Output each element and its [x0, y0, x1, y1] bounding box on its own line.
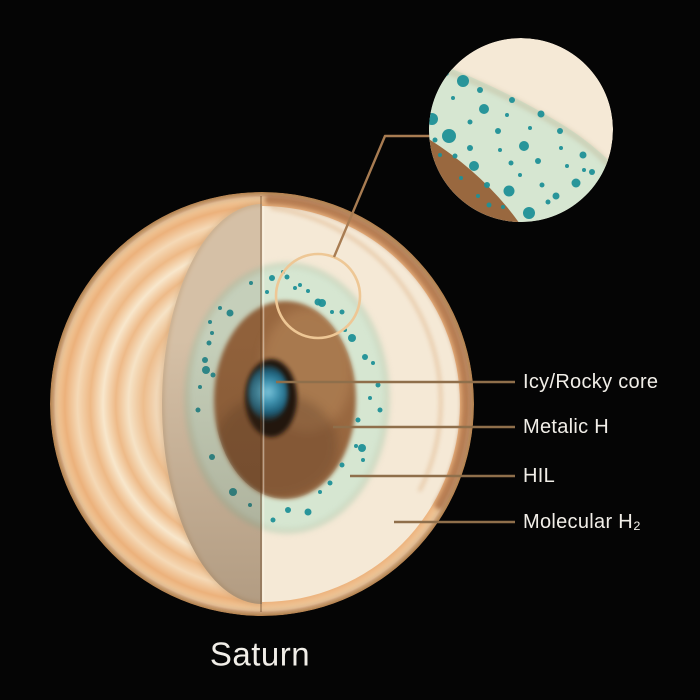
hydrogen-droplet-dot: [545, 199, 551, 205]
hydrogen-droplet-dot: [479, 104, 489, 114]
hydrogen-droplet-dot: [469, 161, 479, 171]
hydrogen-droplet-dot: [330, 310, 334, 314]
hydrogen-droplet-dot: [508, 160, 514, 166]
hydrogen-droplet-dot: [355, 417, 361, 423]
hydrogen-droplet-dot: [467, 145, 473, 151]
hydrogen-droplet-dot: [265, 290, 269, 294]
hydrogen-droplet-dot: [377, 407, 383, 413]
hydrogen-droplet-dot: [571, 178, 581, 188]
crust-rim-arc: [264, 195, 471, 510]
hydrogen-droplet-dot: [293, 286, 297, 290]
hydrogen-droplet-dot: [498, 148, 502, 152]
hydrogen-droplet-dot: [339, 462, 345, 468]
hydrogen-droplet-dot: [518, 173, 522, 177]
hydrogen-droplet-dot: [509, 97, 515, 103]
hydrogen-droplet-dot: [368, 396, 372, 400]
hydrogen-droplet-dot: [438, 153, 442, 157]
hydrogen-droplet-dot: [432, 137, 438, 143]
cut-face-left-shade-bottom: [162, 204, 262, 604]
hydrogen-droplet-dot: [535, 158, 541, 164]
hydrogen-droplet-dot: [284, 274, 290, 280]
hydrogen-droplet-dot: [362, 354, 368, 360]
hydrogen-droplet-dot: [505, 113, 509, 117]
magnifier-connector-line: [332, 134, 434, 258]
hydrogen-droplet-dot: [495, 128, 501, 134]
hydrogen-droplet-dot: [519, 141, 529, 151]
inset-band-edge: [432, 63, 613, 171]
magnified-inset: [429, 38, 613, 222]
hydrogen-droplet-dot: [429, 113, 438, 125]
hydrogen-droplet-dot: [358, 444, 366, 452]
hydrogen-droplet-dot: [306, 289, 310, 293]
label-icy-rocky-core: Icy/Rocky core: [523, 371, 658, 393]
hydrogen-droplet-dot: [579, 151, 587, 159]
hydrogen-droplet-dot: [443, 70, 449, 76]
hydrogen-droplet-dot: [354, 444, 358, 448]
hydrogen-droplet-dot: [565, 164, 569, 168]
hydrogen-droplet-dot: [375, 382, 381, 388]
planet-edge-vignette: [50, 192, 474, 616]
magnifier: [274, 134, 434, 340]
hydrogen-droplet-dot: [459, 176, 463, 180]
hydrogen-droplet-dot: [467, 119, 473, 125]
hydrogen-droplet-dot: [442, 129, 456, 143]
planet-cutaway: [50, 192, 474, 616]
hydrogen-droplet-dot: [589, 169, 595, 175]
hydrogen-droplet-dot: [477, 87, 483, 93]
hydrogen-droplet-dot: [348, 334, 356, 342]
legend: Icy/Rocky core Metalic H HIL Molecular H…: [276, 371, 658, 533]
hydrogen-droplet-dot: [452, 153, 458, 159]
hydrogen-droplet-dot: [361, 458, 365, 462]
hydrogen-droplet-dot: [304, 508, 312, 516]
hydrogen-droplet-dot: [327, 480, 333, 486]
label-molecular-h2: Molecular H₂: [523, 511, 641, 533]
hydrogen-droplet-dot: [593, 187, 599, 193]
hydrogen-droplet-dot: [582, 168, 586, 172]
hydrogen-droplet-dot: [270, 517, 276, 523]
hydrogen-droplet-dot: [528, 126, 532, 130]
hydrogen-droplet-dot: [557, 128, 563, 134]
crust-rim-arc-highlight: [270, 206, 443, 492]
hydrogen-droplet-dot: [269, 275, 275, 281]
hydrogen-droplet-dot: [559, 146, 563, 150]
hydrogen-droplet-dot: [537, 110, 545, 118]
hydrogen-droplet-dot: [285, 507, 291, 513]
hydrogen-droplet-dot: [539, 182, 545, 188]
label-metalic-h: Metalic H: [523, 416, 609, 438]
hydrogen-droplet-dot: [371, 361, 375, 365]
planet-title: Saturn: [210, 636, 310, 673]
hydrogen-droplet-dot: [486, 202, 492, 208]
hydrogen-droplet-dot: [339, 309, 345, 315]
hydrogen-droplet-dot: [523, 207, 535, 219]
hydrogen-droplet-dot: [298, 283, 302, 287]
hydrogen-droplet-dot: [484, 182, 490, 188]
hydrogen-droplet-dot: [552, 192, 560, 200]
hydrogen-droplet-dot: [476, 194, 480, 198]
hydrogen-droplet-dot: [451, 96, 455, 100]
hydrogen-droplet-dot: [314, 298, 322, 306]
label-hil: HIL: [523, 465, 555, 487]
magnifier-region-circle: [274, 252, 362, 340]
hydrogen-droplet-dot: [501, 205, 505, 209]
hydrogen-droplet-dot: [503, 185, 515, 197]
hydrogen-droplet-dot: [318, 490, 322, 494]
hydrogen-droplet-dot: [457, 75, 469, 87]
